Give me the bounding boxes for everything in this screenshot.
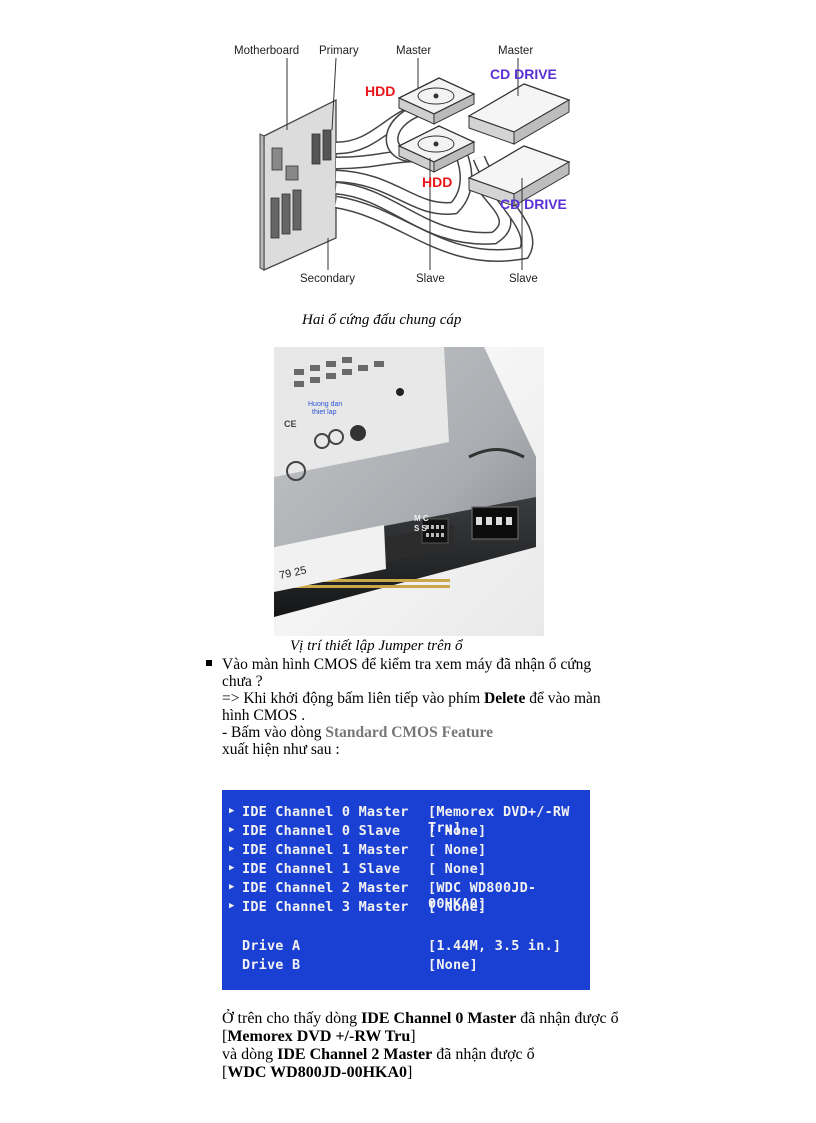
conclusion-line-4: [WDC WD800JD-00HKA0] — [222, 1064, 413, 1081]
bios-arrow-icon: ▶ — [229, 863, 235, 873]
bios-row: ▶ IDE Channel 0 Slave[ None] — [229, 823, 487, 839]
primary-ide-port — [311, 133, 321, 165]
instruction-line-5: - Bấm vào dòng Standard CMOS Feature — [222, 724, 493, 741]
label-motherboard: Motherboard — [234, 45, 299, 57]
menu-item-label: Standard CMOS Feature — [325, 724, 493, 741]
photo-caption: Vị trí thiết lập Jumper trên ổ — [290, 638, 463, 654]
instruction-line-2: chưa ? — [222, 673, 263, 690]
label-master-hdd: Master — [396, 45, 431, 57]
jumper-label-mid: S S — [414, 524, 428, 533]
bios-arrow-icon: ▶ — [229, 825, 235, 835]
bios-arrow-icon: ▶ — [229, 844, 235, 854]
bios-row: ▶ IDE Channel 2 Master[WDC WD800JD-00HKA… — [229, 880, 537, 912]
label-slave-cd: Slave — [509, 273, 538, 285]
conclusion-line-1: Ở trên cho thấy dòng IDE Channel 0 Maste… — [222, 1010, 619, 1027]
bios-drive-row: Drive A[1.44M, 3.5 in.] — [242, 938, 562, 954]
label-master-cd: Master — [498, 45, 533, 57]
label-hdd-top: HDD — [365, 83, 395, 99]
bullet-marker — [206, 660, 212, 666]
label-pattern — [294, 357, 384, 387]
label-primary: Primary — [319, 45, 359, 57]
bios-arrow-icon: ▶ — [229, 806, 235, 816]
bios-row: ▶ IDE Channel 1 Slave[ None] — [229, 861, 487, 877]
instruction-block: Vào màn hình CMOS để kiểm tra xem máy đã… — [222, 656, 642, 758]
bios-row: ▶ IDE Channel 0 Master[Memorex DVD+/-RW … — [229, 804, 570, 836]
conclusion-line-2: [Memorex DVD +/-RW Tru] — [222, 1028, 416, 1045]
motherboard-board — [263, 98, 337, 272]
ide-cable-diagram: Motherboard Primary Master Master HDD CD… — [224, 38, 594, 294]
delete-key-label: Delete — [484, 690, 526, 707]
label-cd-drive-bottom: CD DRIVE — [500, 196, 567, 212]
bios-drive-row: Drive B[None] — [242, 957, 478, 973]
instruction-line-4: hình CMOS . — [222, 707, 306, 724]
bios-row: ▶ IDE Channel 1 Master[ None] — [229, 842, 487, 858]
label-cd-drive-top: CD DRIVE — [490, 66, 557, 82]
drive-serial: 79 25 — [278, 564, 307, 581]
bios-arrow-icon: ▶ — [229, 882, 235, 892]
diagram-caption: Hai ổ cứng đấu chung cáp — [302, 312, 462, 328]
label-hdd-bottom: HDD — [422, 174, 452, 190]
svg-text:CE: CE — [284, 419, 297, 429]
label-secondary: Secondary — [300, 273, 355, 285]
bios-arrow-icon: ▶ — [229, 901, 235, 911]
instruction-line-1: Vào màn hình CMOS để kiểm tra xem máy đã… — [222, 656, 592, 673]
sticker-text-1: Huong dan — [308, 401, 342, 408]
secondary-ide-port — [322, 129, 332, 161]
sticker-pointer-dot — [396, 388, 404, 396]
label-slave-hdd: Slave — [416, 273, 445, 285]
bios-row: ▶ IDE Channel 3 Master[ None] — [229, 899, 487, 915]
conclusion-line-3: và dòng IDE Channel 2 Master đã nhận đượ… — [222, 1046, 535, 1063]
hdd-jumper-photo: CE Huong dan thiet lap 79 25 M C S S — [274, 347, 544, 636]
conclusion-block: Ở trên cho thấy dòng IDE Channel 0 Maste… — [222, 1010, 652, 1082]
ide-cable-diagram-graphic: Motherboard Primary Master Master HDD CD… — [234, 45, 571, 285]
bios-standard-cmos-screen: ▶ IDE Channel 0 Master[Memorex DVD+/-RW … — [222, 790, 590, 990]
instruction-line-6: xuất hiện như sau : — [222, 741, 340, 758]
jumper-label-top: M C — [414, 514, 429, 523]
hdd-jumper-photo-graphic: CE Huong dan thiet lap 79 25 M C S S — [274, 347, 544, 636]
sticker-text-2: thiet lap — [312, 409, 337, 416]
instruction-line-3: => Khi khởi động bấm liên tiếp vào phím … — [222, 690, 601, 707]
